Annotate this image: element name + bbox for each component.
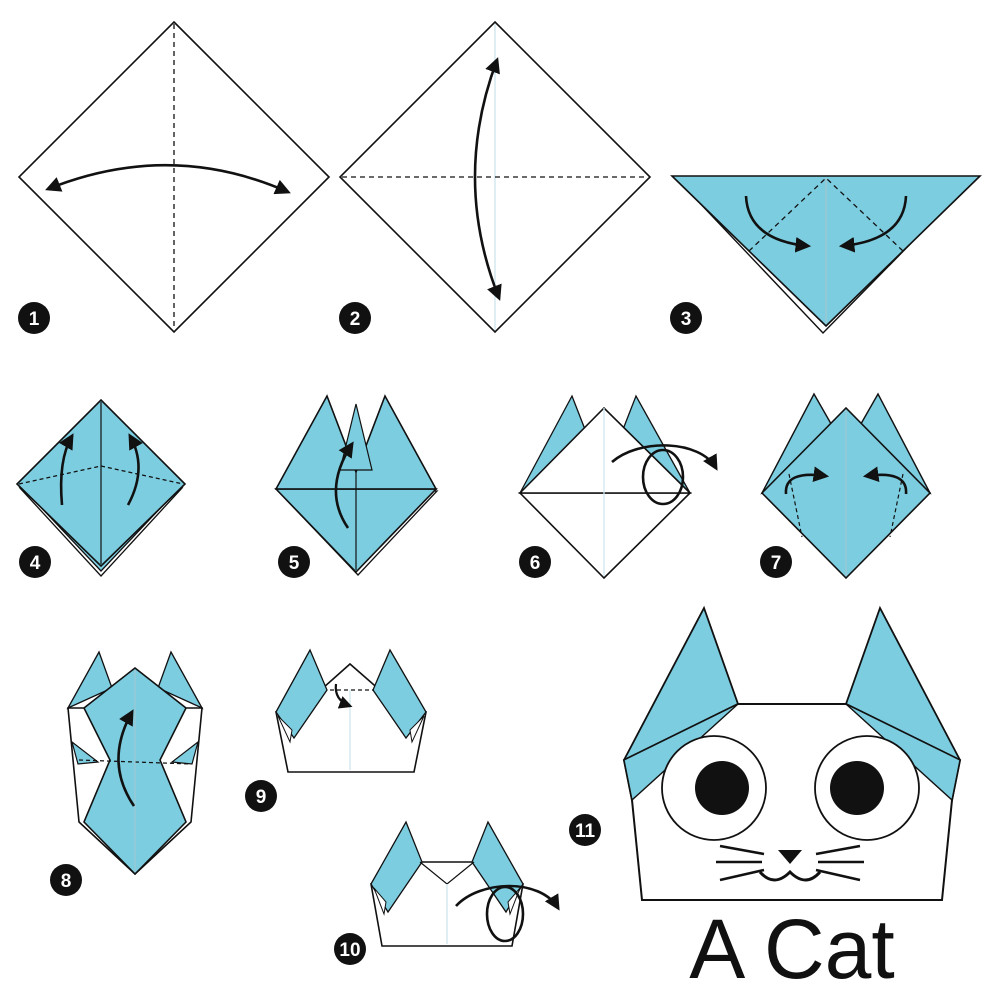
step-number: 1 bbox=[29, 309, 40, 330]
step-badge: 3 bbox=[670, 302, 702, 334]
step-badge: 1 bbox=[18, 302, 50, 334]
fold-arrow-icon bbox=[45, 163, 291, 195]
step-8-diagram bbox=[66, 650, 204, 876]
step-badge: 6 bbox=[519, 546, 551, 578]
step-9-diagram bbox=[275, 648, 427, 773]
step-badge: 5 bbox=[278, 546, 310, 578]
diagram-title: A Cat bbox=[689, 902, 894, 986]
step-4-diagram bbox=[15, 398, 187, 577]
step-badge: 11 bbox=[569, 814, 601, 846]
step-2-diagram bbox=[338, 20, 652, 334]
step-3-diagram bbox=[670, 175, 982, 335]
step-badge: 4 bbox=[19, 546, 51, 578]
step-number: 2 bbox=[350, 309, 361, 330]
whiskers bbox=[716, 844, 864, 882]
fold-arrow-icon bbox=[862, 466, 908, 495]
mouth bbox=[758, 869, 822, 882]
fold-arrow-icon bbox=[473, 57, 502, 301]
step-number: 5 bbox=[289, 553, 300, 574]
step-number: 4 bbox=[30, 553, 41, 574]
turn-over-arrow-icon bbox=[611, 444, 718, 471]
turn-over-arrow-icon bbox=[455, 884, 560, 911]
step-1-diagram bbox=[17, 20, 331, 334]
fold-arrow-icon bbox=[838, 195, 908, 253]
step-11-cat-face bbox=[622, 605, 962, 901]
fold-arrow-icon bbox=[334, 441, 354, 529]
fold-arrow-icon bbox=[784, 466, 830, 495]
fold-arrow-icon bbox=[126, 433, 143, 506]
step-number: 3 bbox=[681, 309, 692, 330]
step-6-diagram bbox=[518, 394, 718, 580]
step-badge: 7 bbox=[760, 546, 792, 578]
nose bbox=[778, 850, 802, 864]
step-number: 11 bbox=[575, 821, 596, 842]
step-5-diagram bbox=[274, 394, 439, 576]
step-number: 10 bbox=[339, 940, 360, 961]
fold-arrow-icon bbox=[334, 683, 353, 709]
step-badge: 8 bbox=[50, 864, 82, 896]
step-number: 8 bbox=[61, 871, 72, 892]
step-badge: 9 bbox=[245, 780, 277, 812]
step-10-diagram bbox=[370, 820, 560, 947]
fold-arrow-icon bbox=[744, 195, 812, 253]
fold-arrow-icon bbox=[58, 433, 74, 506]
step-7-diagram bbox=[760, 392, 932, 580]
step-number: 7 bbox=[771, 553, 782, 574]
step-number: 9 bbox=[256, 787, 267, 808]
step-badge: 2 bbox=[339, 302, 371, 334]
step-badge: 10 bbox=[334, 933, 366, 965]
fold-arrow-icon bbox=[117, 709, 136, 807]
step-number: 6 bbox=[530, 553, 541, 574]
